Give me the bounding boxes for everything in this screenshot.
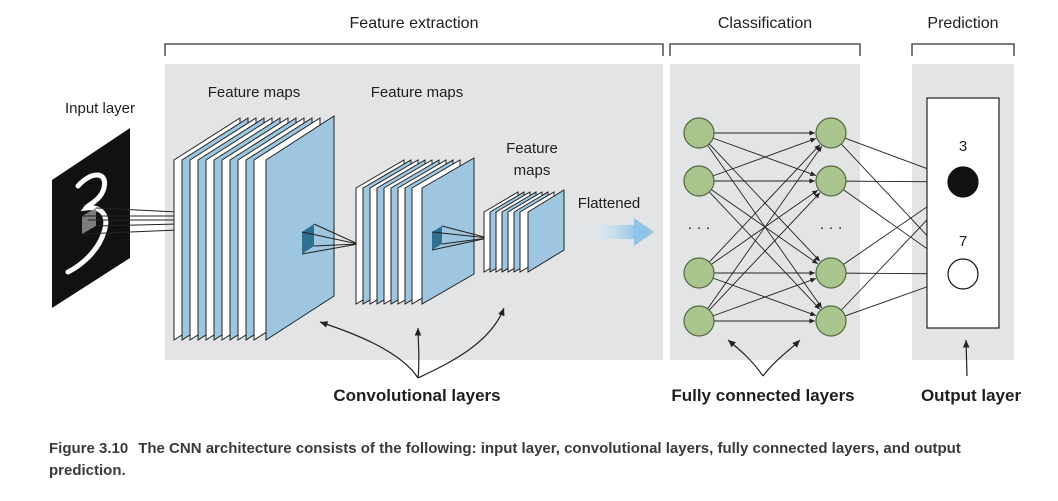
label-feature-maps-3-line2: maps — [514, 162, 551, 179]
fc-neuron-left — [683, 305, 715, 337]
output-label-7: 7 — [959, 233, 967, 250]
fully-connected-network — [683, 117, 953, 337]
dots-right: · · · — [819, 219, 842, 236]
fc-connection — [712, 138, 817, 177]
cnn-architecture-diagram: Feature extraction Classification Predic… — [52, 15, 1022, 405]
fc-connection — [708, 143, 821, 262]
fc-connection — [708, 191, 821, 310]
pointer-arrows-fully-connected — [727, 339, 801, 377]
dots-left: · · · — [687, 219, 710, 236]
output-node-7 — [947, 258, 979, 290]
output-box — [926, 97, 1000, 329]
label-fully-connected-layers: Fully connected layers — [671, 386, 854, 405]
label-output-layer: Output layer — [921, 386, 1022, 405]
feature-maps-stack-1 — [173, 115, 335, 341]
fc-connection — [712, 278, 817, 317]
fc-neuron-left — [683, 117, 715, 149]
fc-neuron-left — [683, 257, 715, 289]
pointer-arrow-output — [962, 339, 970, 377]
fc-neuron-right — [815, 305, 847, 337]
output-node-3 — [947, 166, 979, 198]
bracket-classification — [669, 43, 861, 56]
kernel-lines-1 — [301, 223, 359, 255]
feature-maps-stack-2 — [355, 157, 475, 305]
flatten-arrow — [576, 218, 654, 246]
bracket-feature-extraction — [164, 43, 664, 56]
label-flattened: Flattened — [578, 195, 641, 212]
label-feature-maps-3-line1: Feature — [506, 140, 558, 157]
fc-neuron-right — [815, 117, 847, 149]
fc-neuron-right — [815, 257, 847, 289]
figure-caption-text: The CNN architecture consists of the fol… — [49, 440, 961, 479]
label-feature-maps-2: Feature maps — [371, 84, 464, 101]
fc-connection — [708, 192, 821, 311]
fc-connection — [707, 145, 823, 309]
feature-maps-stack-3 — [483, 189, 565, 273]
fc-connection — [711, 189, 819, 265]
figure-number: Figure 3.10 — [49, 440, 129, 457]
label-convolutional-layers: Convolutional layers — [333, 386, 500, 405]
kernel-lines-2 — [431, 225, 489, 251]
bracket-prediction — [911, 43, 1015, 56]
section-title-prediction: Prediction — [927, 15, 998, 32]
receptive-field-lines — [81, 207, 179, 235]
fc-connection — [708, 144, 821, 263]
label-feature-maps-1: Feature maps — [208, 84, 301, 101]
section-title-feature-extraction: Feature extraction — [350, 15, 479, 32]
fc-neuron-left — [683, 165, 715, 197]
label-input-layer: Input layer — [65, 100, 135, 117]
fc-neuron-right — [815, 165, 847, 197]
input-image — [52, 128, 130, 308]
pointer-arrows-convolutional — [319, 307, 505, 379]
output-label-3: 3 — [959, 138, 967, 155]
section-title-classification: Classification — [718, 15, 812, 32]
